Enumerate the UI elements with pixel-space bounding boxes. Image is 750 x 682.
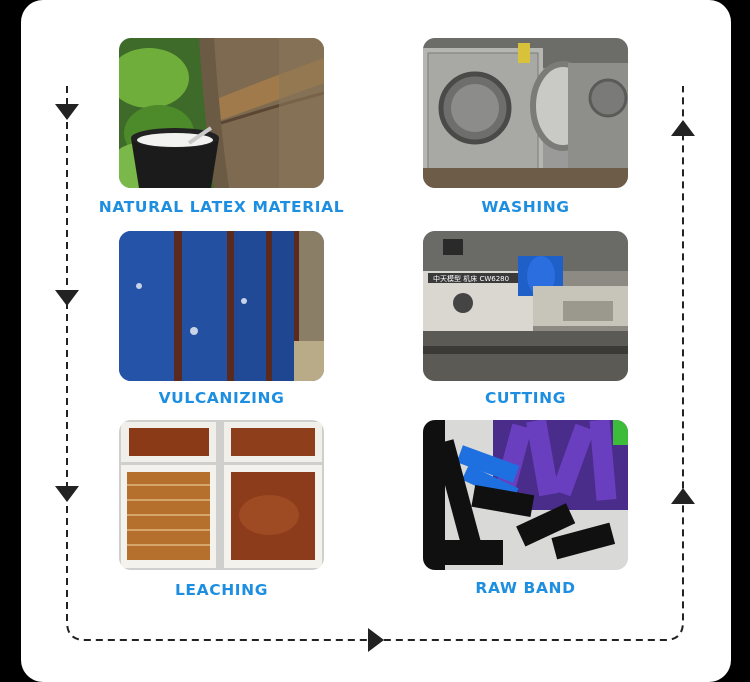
step-label: VULCANIZING [158, 389, 285, 407]
step-washing: WASHING [423, 38, 628, 216]
step-leaching: LEACHING [119, 420, 324, 599]
cutting-lathe-photo: 中天模型 机床 CW6280 [423, 231, 628, 381]
step-label: CUTTING [484, 389, 567, 407]
raw-band-tubes-photo [423, 420, 628, 570]
leaching-tanks-photo [119, 420, 324, 570]
industrial-washing-machine-photo [423, 38, 628, 188]
step-raw-band: RAW BAND [423, 420, 628, 597]
step-label: LEACHING [174, 581, 269, 599]
step-natural-latex: NATURAL LATEX MATERIAL [99, 38, 344, 216]
step-label: NATURAL LATEX MATERIAL [98, 198, 345, 216]
rubber-tree-tapping-photo [119, 38, 324, 188]
step-label: RAW BAND [475, 579, 576, 597]
step-vulcanizing: VULCANIZING [119, 231, 324, 407]
vulcanizing-oven-photo [119, 231, 324, 381]
machine-plate-text: 中天模型 机床 CW6280 [433, 274, 509, 283]
step-cutting: 中天模型 机床 CW6280 CUTTING [423, 231, 628, 407]
step-label: WASHING [481, 198, 570, 216]
